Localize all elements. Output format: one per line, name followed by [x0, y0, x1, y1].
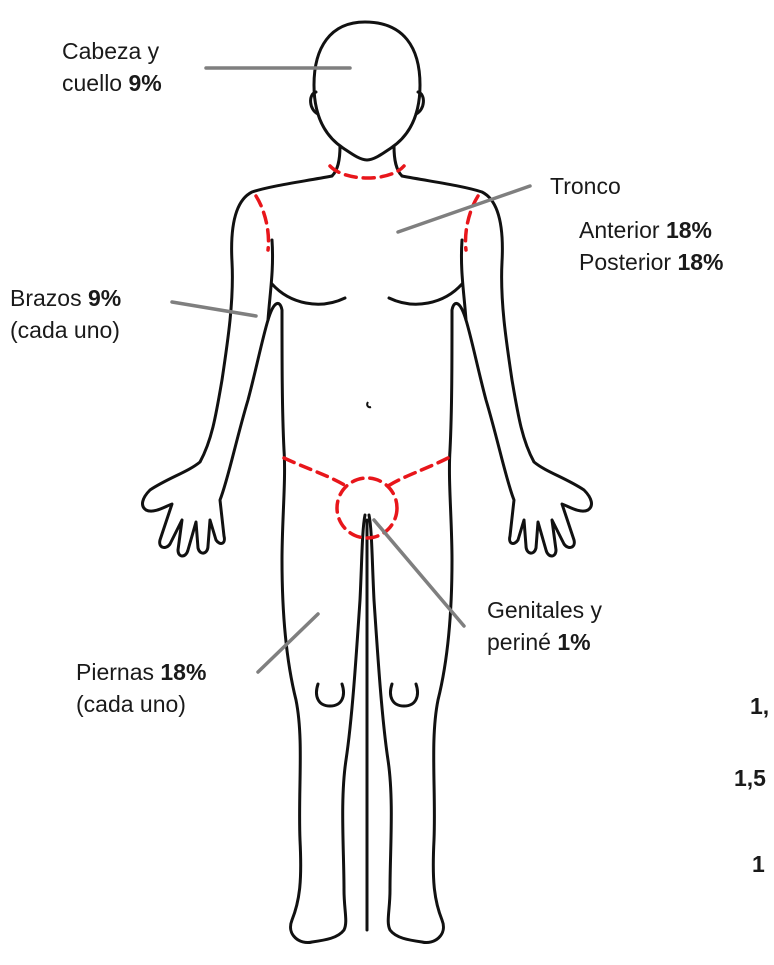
trunk-label-values: Anterior 18% Posterior 18%: [579, 214, 723, 278]
left-knee: [317, 684, 331, 706]
chest-left: [272, 284, 345, 304]
navel: [367, 402, 371, 407]
left-shoulder-boundary: [256, 196, 269, 250]
edge-fragment-3: 1: [752, 848, 765, 880]
trunk-label-title: Tronco: [550, 170, 621, 202]
right-groin-boundary: [388, 458, 448, 486]
chest-right: [389, 284, 462, 304]
trunk-leader: [398, 186, 530, 232]
arms-leader: [172, 302, 256, 316]
leader-lines: [172, 68, 530, 672]
right-knee: [391, 684, 405, 706]
left-knee-2: [330, 684, 344, 706]
genitals-label: Genitales y periné 1%: [487, 594, 602, 658]
left-groin-boundary: [284, 458, 346, 486]
edge-fragment-1: 1,: [750, 690, 769, 722]
left-side-outline: [143, 176, 365, 943]
head-label: Cabeza y cuello 9%: [62, 35, 162, 99]
head-outline: [314, 22, 420, 160]
right-knee-2: [404, 684, 418, 706]
region-boundaries: [256, 166, 478, 538]
arms-label: Brazos 9% (cada uno): [10, 282, 121, 346]
edge-fragment-2: 1,5: [734, 762, 766, 794]
legs-label: Piernas 18% (cada uno): [76, 656, 206, 720]
body-outline: [143, 22, 592, 943]
neck-boundary: [330, 166, 404, 178]
right-side-outline: [369, 176, 591, 943]
